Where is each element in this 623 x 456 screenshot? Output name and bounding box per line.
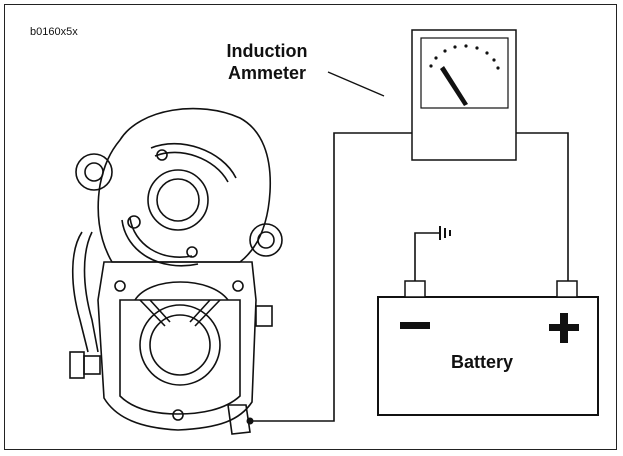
wire-ammeter-to-battery-positive [516,132,569,281]
figure-reference-code: b0160x5x [30,26,78,38]
starter-motor-icon [69,107,283,435]
ammeter-icon [411,29,517,161]
ground-icon [414,226,451,281]
battery-label: Battery [451,352,514,372]
ammeter-label-line2: Ammeter [227,63,307,83]
battery-icon [377,280,599,416]
ammeter-label: Induction Ammeter [212,40,322,84]
wire-ammeter-to-starter [250,132,412,422]
ammeter-needle [440,66,468,106]
starter-terminal-dot [246,417,254,425]
ammeter-label-line1: Induction [226,41,308,61]
ammeter-leader-line [327,71,385,97]
